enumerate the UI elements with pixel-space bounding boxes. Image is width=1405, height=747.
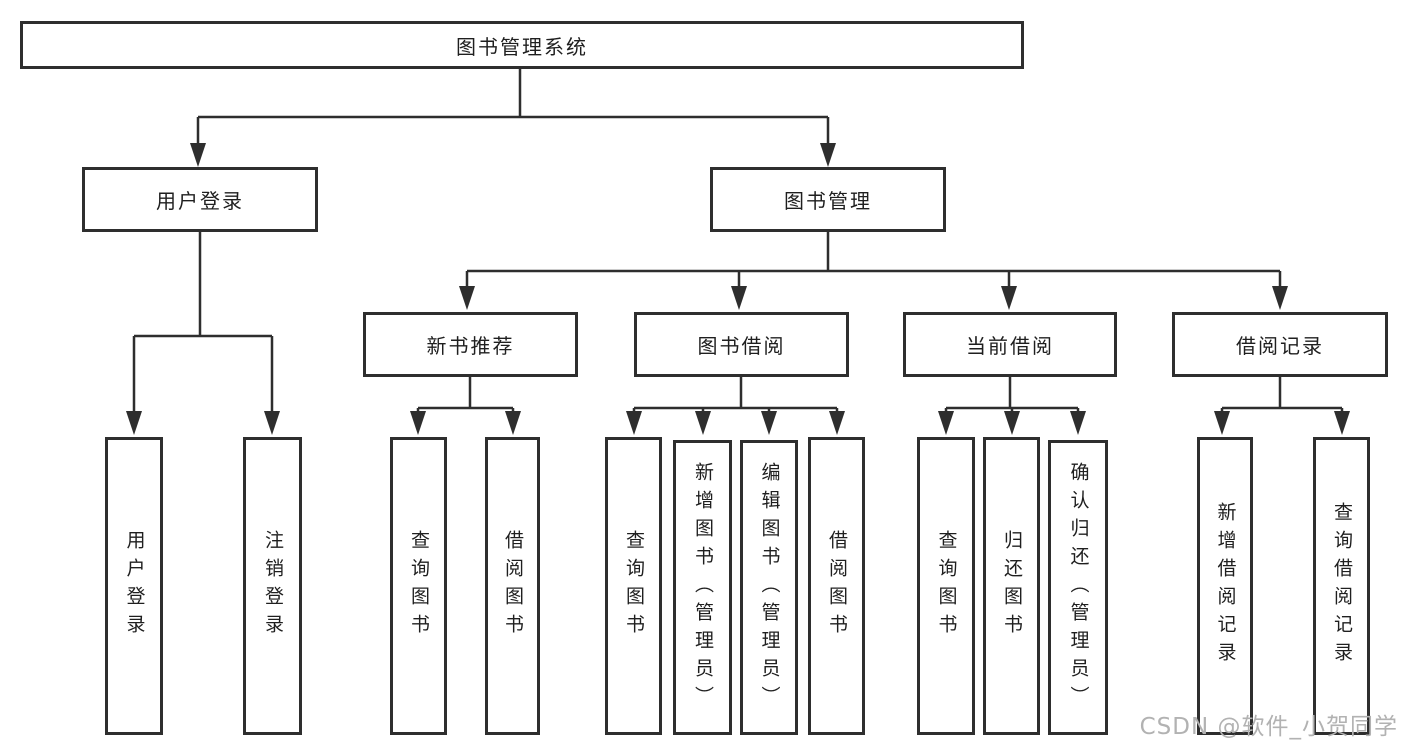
- node-library-system: 图书管理系统: [20, 21, 1024, 69]
- leaf-user-login: 用户登录: [105, 437, 163, 735]
- leaf-query-borrow-record: 查询借阅记录: [1313, 437, 1370, 735]
- node-user-login: 用户登录: [82, 167, 318, 232]
- node-current-borrowing: 当前借阅: [903, 312, 1117, 377]
- leaf-query-book-recommend: 查询图书: [390, 437, 447, 735]
- node-book-borrowing: 图书借阅: [634, 312, 849, 377]
- node-borrowing-records: 借阅记录: [1172, 312, 1388, 377]
- leaf-borrow-book-borrowing: 借阅图书: [808, 437, 865, 735]
- watermark: CSDN @软件_小贺同学: [1139, 714, 1398, 740]
- leaf-query-book-borrowing: 查询图书: [605, 437, 662, 735]
- leaf-logout-login: 注销登录: [243, 437, 302, 735]
- leaf-borrow-book-recommend: 借阅图书: [485, 437, 540, 735]
- arrowhead-icons: [126, 143, 1350, 435]
- leaf-return-book: 归还图书: [983, 437, 1040, 735]
- node-book-management: 图书管理: [710, 167, 946, 232]
- leaf-query-book-current: 查询图书: [917, 437, 975, 735]
- node-new-book-recommendation: 新书推荐: [363, 312, 578, 377]
- leaf-confirm-return-admin: 确认归还（管理员）: [1048, 440, 1108, 735]
- leaf-add-borrow-record: 新增借阅记录: [1197, 437, 1253, 735]
- leaf-edit-book-admin: 编辑图书（管理员）: [740, 440, 798, 735]
- leaf-add-book-admin: 新增图书（管理员）: [673, 440, 732, 735]
